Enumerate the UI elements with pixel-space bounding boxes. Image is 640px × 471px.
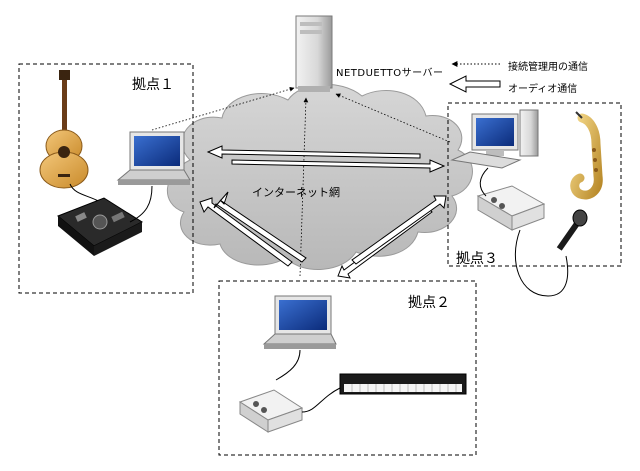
site2-audio-device-icon [238, 389, 304, 433]
mic-cable [514, 229, 569, 297]
site3-pc-cable [479, 167, 489, 197]
laptop-icon [116, 131, 191, 185]
microphone-icon [556, 209, 588, 251]
control-connections [151, 86, 451, 277]
acoustic-guitar-icon [39, 70, 89, 189]
site1-label: 拠点１ [132, 77, 174, 93]
site2-label: 拠点２ [408, 295, 450, 311]
legend-control-label: 接続管理用の通信 [508, 62, 588, 73]
site2-cable1 [275, 349, 301, 381]
server-label: NETDUETTOサーバー [336, 68, 444, 79]
site2-laptop-icon [262, 295, 337, 349]
legend-audio-arrow [448, 75, 501, 93]
network-label: インターネット網 [252, 186, 340, 199]
site3-audio-device-icon [476, 185, 546, 231]
site2-box [218, 280, 477, 456]
audio-connections [199, 145, 447, 279]
keyboard-icon [339, 373, 467, 395]
site3-box [447, 102, 622, 267]
audio-interface-icon [57, 197, 144, 256]
server-tower-icon [295, 15, 333, 92]
site3-label: 拠点３ [456, 251, 498, 267]
saxophone-icon [570, 111, 603, 200]
site1-cable [129, 185, 153, 223]
site2-cable2 [301, 387, 341, 413]
site1-box [18, 63, 194, 294]
desktop-pc-icon [450, 109, 539, 169]
legend-audio-label: オーディオ通信 [508, 84, 578, 95]
